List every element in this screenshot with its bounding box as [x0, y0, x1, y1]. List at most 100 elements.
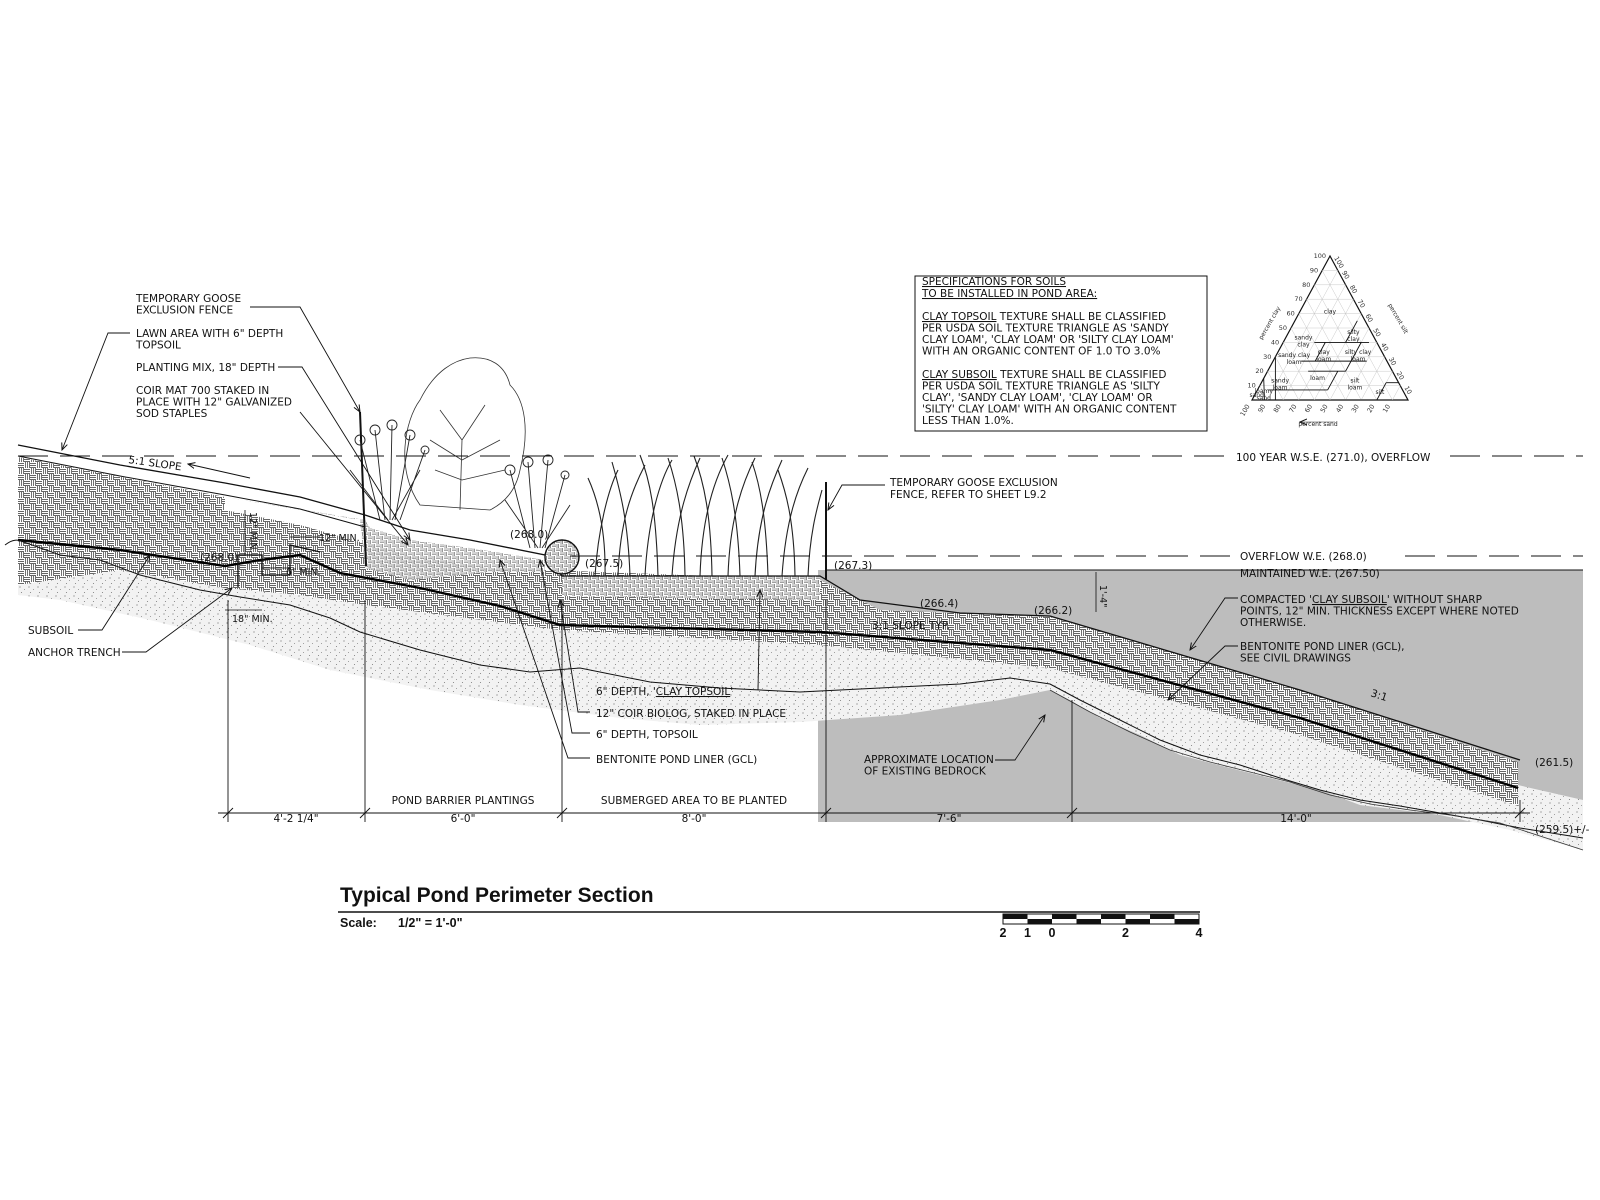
text-line: CLAY TOPSOIL TEXTURE SHALL BE CLASSIFIED	[922, 311, 1166, 323]
scale-bar-label: 1	[1024, 926, 1031, 940]
label-3-1: 3:1	[1369, 687, 1389, 704]
tree-outline	[404, 357, 526, 511]
dim-18-min: 18" MIN.	[232, 614, 273, 625]
triangle-class-lines	[1263, 320, 1399, 401]
text-line: PER USDA SOIL TEXTURE TRIANGLE AS 'SANDY	[922, 323, 1169, 335]
scale-bar-segment	[1174, 919, 1199, 924]
text-line: BENTONITE POND LINER (GCL),	[1240, 641, 1405, 653]
dimension-string	[218, 600, 1530, 822]
spec-title-1: SPECIFICATIONS FOR SOILS	[922, 276, 1066, 288]
triangle-tick-silt: 90	[1340, 269, 1351, 280]
axis-label-clay: percent clay	[1258, 305, 1283, 341]
axis-label-silt: percent silt	[1386, 303, 1409, 336]
triangle-tick-sand: 20	[1365, 403, 1376, 414]
topsoil-line	[17, 455, 366, 528]
text-line: 'SILTY' CLAY LOAM' WITH AN ORGANIC CONTE…	[922, 404, 1177, 416]
note-topsoil: 6" DEPTH, TOPSOIL	[596, 729, 698, 741]
elev-268-0-b: (268.0)	[510, 529, 548, 541]
text-line: COMPACTED 'CLAY SUBSOIL' WITHOUT SHARP	[1240, 594, 1482, 606]
dim-4-2: 4'-2 1/4"	[273, 813, 318, 825]
spec-para-1: CLAY TOPSOIL TEXTURE SHALL BE CLASSIFIED…	[922, 311, 1174, 358]
dim-14-0: 14'-0"	[1280, 813, 1312, 825]
scale-value: 1/2" = 1'-0"	[398, 916, 463, 930]
scale-bar-segment	[1076, 919, 1101, 924]
text-line: POINTS, 12" MIN. THICKNESS EXCEPT WHERE …	[1240, 606, 1519, 618]
text-line: SEE CIVIL DRAWINGS	[1240, 653, 1351, 665]
triangle-tick-clay: 70	[1294, 295, 1302, 303]
triangle-tick-silt: 70	[1356, 298, 1367, 309]
scale-label: Scale:	[340, 916, 377, 930]
triangle-class-label: silt	[1376, 389, 1385, 396]
text-line: CLAY SUBSOIL TEXTURE SHALL BE CLASSIFIED	[922, 369, 1166, 381]
triangle-tick-sand: 70	[1287, 403, 1298, 414]
triangle-tick-silt: 60	[1363, 313, 1374, 324]
left-edge	[4, 539, 31, 546]
triangle-tick-clay: 100	[1314, 252, 1326, 260]
triangle-tick-clay: 60	[1287, 310, 1295, 318]
scale-bar-segment	[1027, 919, 1052, 924]
elev-259-5: (259.5)+/-	[1535, 824, 1590, 836]
spec-box	[914, 275, 1208, 432]
text-line: EXCLUSION FENCE	[136, 305, 233, 317]
elev-266-2: (266.2)	[1034, 605, 1072, 617]
scale-bar-label: 2	[1000, 926, 1007, 940]
triangle-tick-silt: 10	[1402, 385, 1413, 396]
elev-267-3: (267.3)	[834, 560, 872, 572]
triangle-tick-silt: 20	[1395, 370, 1406, 381]
triangle-tick-silt: 80	[1348, 284, 1359, 295]
dim-12-vert: 12" MIN.	[247, 512, 258, 553]
triangle-class-label: loam	[1310, 375, 1325, 382]
triangle-tick-clay: 80	[1302, 281, 1310, 289]
dim-12-min: 12" MIN.	[319, 533, 360, 544]
text-line: FENCE, REFER TO SHEET L9.2	[890, 489, 1047, 501]
spec-title-2: TO BE INSTALLED IN POND AREA:	[921, 288, 1097, 300]
dim-1-4: 1'-4"	[1097, 585, 1108, 608]
elev-268-0-a: (268.0)	[200, 552, 238, 564]
planting-mix-wedge	[225, 497, 545, 580]
note-planting-mix: PLANTING MIX, 18" DEPTH	[136, 362, 275, 374]
coir-biolog	[544, 539, 580, 575]
text-line: 6" DEPTH, 'CLAY TOPSOIL'	[596, 686, 733, 698]
triangle-tick-sand: 30	[1350, 403, 1361, 414]
elev-261-5: (261.5)	[1535, 757, 1573, 769]
note-bentonite: BENTONITE POND LINER (GCL)	[596, 754, 757, 766]
triangle-tick-sand: 90	[1256, 403, 1267, 414]
text-line: SOD STAPLES	[136, 408, 208, 420]
zone-pond-barrier: POND BARRIER PLANTINGS	[392, 795, 535, 807]
label-maintained: MAINTAINED W.E. (267.50)	[1240, 568, 1380, 580]
liner-line	[17, 538, 1519, 790]
text-line: OTHERWISE.	[1240, 617, 1306, 629]
triangle-tick-clay: 10	[1248, 382, 1256, 390]
scale-bar-frame	[1002, 913, 1200, 925]
triangle-tick-clay: 50	[1279, 324, 1287, 332]
scale-bar-segment	[1150, 914, 1175, 919]
scale-bar-segment	[1003, 914, 1028, 919]
triangle-tick-clay: 20	[1255, 367, 1263, 375]
axis-label-sand: percent sand	[1298, 421, 1337, 428]
note-biolog: 12" COIR BIOLOG, STAKED IN PLACE	[596, 708, 786, 720]
scale-bar-segment	[1125, 919, 1150, 924]
elev-267-5: (267.5)	[585, 558, 623, 570]
dim-8-0: 8'-0"	[682, 813, 707, 825]
bedrock-line	[17, 539, 1584, 839]
text-line: WITH AN ORGANIC CONTENT OF 1.0 TO 3.0%	[922, 346, 1160, 358]
text-line: PLACE WITH 12" GALVANIZED	[136, 397, 292, 409]
elev-266-4: (266.4)	[920, 598, 958, 610]
triangle-tick-sand: 10	[1381, 403, 1392, 414]
text-line: LESS THAN 1.0%.	[922, 415, 1014, 427]
text-line: LAWN AREA WITH 6" DEPTH	[136, 328, 283, 340]
text-line: CLAY', 'SANDY CLAY LOAM', 'CLAY LOAM' OR	[922, 392, 1153, 404]
